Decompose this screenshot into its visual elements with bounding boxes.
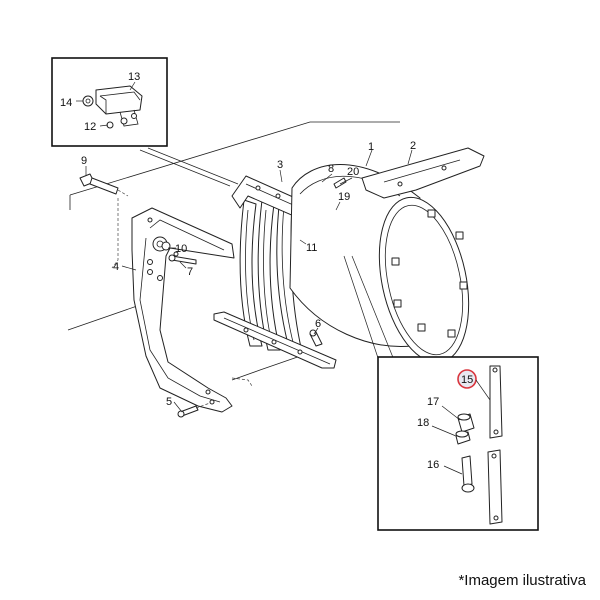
machine-frame-outline: [67, 121, 400, 387]
bolt-part-6: [309, 329, 323, 347]
callout-6: 6: [315, 318, 321, 330]
callout-17: 17: [427, 396, 439, 408]
callout-5: 5: [166, 396, 172, 408]
callout-13: 13: [128, 71, 140, 83]
detail-frame-upper: [51, 57, 168, 147]
callout-12: 12: [84, 121, 96, 133]
callout-4: 4: [113, 261, 119, 273]
detail-frame-lower: [377, 356, 539, 531]
callout-2: 2: [410, 140, 416, 152]
bolt-part-9: [79, 173, 129, 197]
callout-8: 8: [328, 163, 334, 175]
callout-9: 9: [81, 155, 87, 167]
callout-10: 10: [175, 243, 187, 255]
bolt-part-20: [333, 177, 347, 189]
bottom-rail: [213, 311, 337, 369]
callout-20: 20: [347, 166, 359, 178]
callout-15: 15: [461, 374, 473, 386]
bracket-part-2: [361, 147, 485, 199]
callout-14: 14: [60, 97, 72, 109]
callout-16: 16: [427, 459, 439, 471]
bolt-part-7: [168, 254, 197, 265]
detail-leader-upper: [147, 147, 239, 185]
callout-18: 18: [417, 417, 429, 429]
chain-guide-assembly: [239, 195, 303, 353]
callout-19: 19: [338, 191, 350, 203]
frame-arm-part-4: [131, 207, 235, 413]
callout-7: 7: [187, 266, 193, 278]
callout-11: 11: [306, 242, 317, 254]
drum-part-1: [289, 164, 470, 364]
callout-3: 3: [277, 159, 283, 171]
highlight-ring-15: [457, 369, 477, 389]
detail-leader-lower: [343, 255, 381, 365]
bushing-part-10: [161, 241, 171, 251]
callout-leaders: [76, 81, 491, 475]
callout-1: 1: [368, 141, 374, 153]
illustrative-image-caption: *Imagem ilustrativa: [458, 572, 586, 589]
